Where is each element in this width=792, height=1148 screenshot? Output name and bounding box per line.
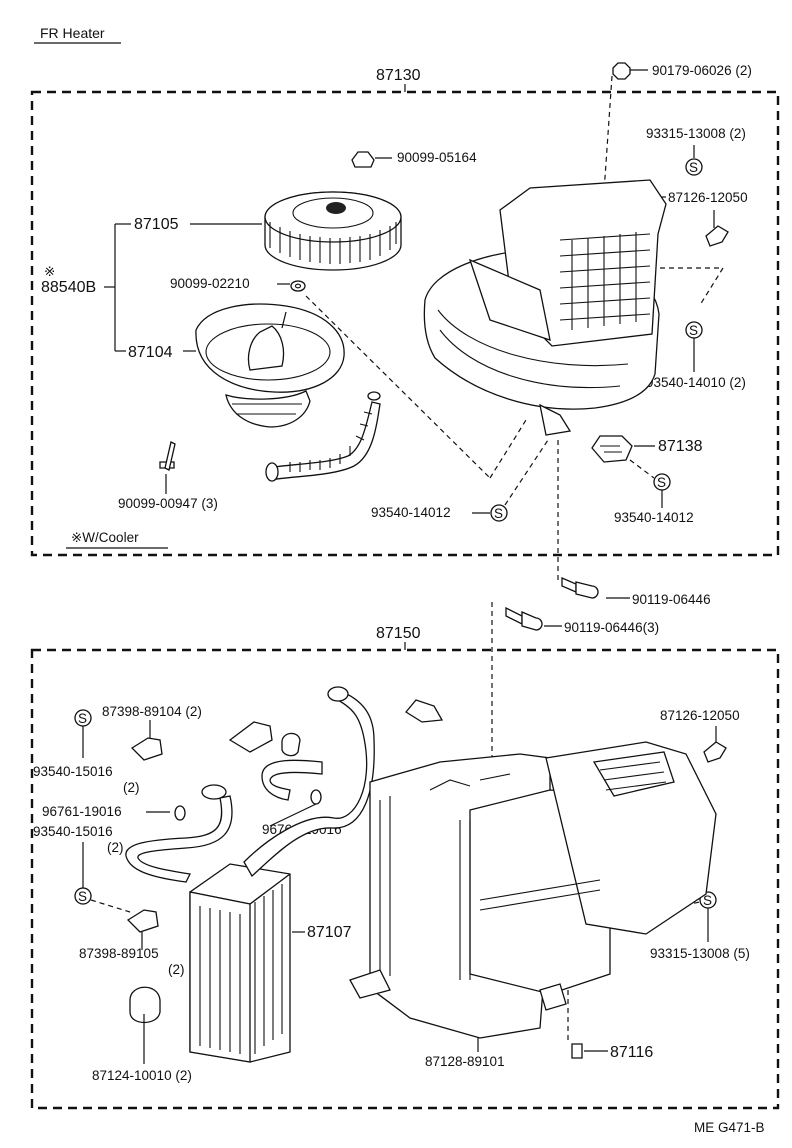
- svg-text:S: S: [703, 893, 712, 908]
- label-87126-12050-b: 87126-12050: [660, 708, 740, 763]
- svg-text:87107: 87107: [307, 924, 352, 941]
- label-90099-05164: 90099-05164: [351, 150, 477, 168]
- svg-text:S: S: [657, 475, 666, 490]
- svg-text:93540-15016: 93540-15016: [33, 764, 113, 779]
- svg-text:S: S: [78, 711, 87, 726]
- svg-text:S: S: [494, 506, 503, 521]
- assembly-label-87150: 87150: [376, 625, 421, 642]
- label-96761-19016-a: 96761-19016: [42, 804, 186, 821]
- blower-case: [423, 179, 667, 436]
- label-88540B: ※ 88540B: [41, 264, 96, 296]
- label-87105: 87105: [104, 216, 262, 352]
- drawing-code: ME G471-B: [694, 1120, 765, 1135]
- svg-text:87126-12050: 87126-12050: [668, 190, 748, 205]
- label-90119-06446-b: 90119-06446(3): [491, 602, 659, 760]
- label-87104: 87104: [128, 344, 196, 361]
- label-87138: 87138 S 93540-14012: [591, 435, 703, 525]
- svg-text:87105: 87105: [134, 216, 179, 233]
- label-87126-12050-a: 87126-12050: [650, 190, 748, 247]
- diagram-title: FR Heater: [40, 25, 105, 41]
- assembly-box-87130: [30, 90, 780, 557]
- svg-text:87398-89105: 87398-89105: [79, 946, 159, 961]
- label-90119-06446-a: 90119-06446: [557, 440, 711, 607]
- label-87116: 87116: [567, 990, 653, 1061]
- svg-text:87124-10010 (2): 87124-10010 (2): [92, 1068, 192, 1083]
- label-93540-14012-a: 93540-14012 S: [305, 295, 549, 522]
- heater-pipe-inlet: [125, 784, 233, 883]
- svg-text:(2): (2): [107, 840, 124, 855]
- svg-text:※: ※: [44, 264, 55, 279]
- svg-text:S: S: [689, 323, 698, 338]
- svg-text:90119-06446(3): 90119-06446(3): [564, 620, 659, 635]
- svg-text:93540-14012: 93540-14012: [371, 505, 451, 520]
- svg-text:S: S: [78, 889, 87, 904]
- heater-core-87107: [189, 863, 291, 1063]
- label-87398-89105: 87398-89105 (2): [79, 909, 185, 977]
- svg-text:93540-15016: 93540-15016: [33, 824, 113, 839]
- label-90099-00947: 90099-00947 (3): [118, 441, 218, 511]
- drain-hose: [265, 391, 381, 482]
- svg-text:87116: 87116: [610, 1044, 653, 1061]
- heater-pipe-outlet: [243, 686, 375, 878]
- svg-text:87104: 87104: [128, 344, 173, 361]
- heater-case: [349, 741, 717, 1039]
- label-93315-13008-b: S 93315-13008 (5): [649, 891, 750, 961]
- svg-text:※W/Cooler: ※W/Cooler: [71, 530, 139, 545]
- label-93315-13008-a: 93315-13008 (2) S: [646, 126, 746, 176]
- svg-text:87128-89101: 87128-89101: [425, 1054, 505, 1069]
- hose-clamps: [228, 699, 444, 757]
- svg-text:87126-12050: 87126-12050: [660, 708, 740, 723]
- svg-text:90119-06446: 90119-06446: [632, 592, 711, 607]
- svg-text:S: S: [689, 160, 698, 175]
- blower-motor-87104: [195, 303, 345, 428]
- label-93540-14010: S 93540-14010 (2): [646, 267, 746, 390]
- assembly-label-87130: 87130: [376, 67, 421, 84]
- blower-fan-87105: [264, 191, 402, 271]
- label-90099-02210: 90099-02210: [170, 276, 306, 292]
- label-87124-10010: 87124-10010 (2): [92, 986, 192, 1083]
- svg-text:(2): (2): [123, 780, 140, 795]
- svg-text:93315-13008 (2): 93315-13008 (2): [646, 126, 746, 141]
- svg-text:90179-06026 (2): 90179-06026 (2): [652, 63, 752, 78]
- svg-text:90099-02210: 90099-02210: [170, 276, 250, 291]
- svg-text:(2): (2): [168, 962, 185, 977]
- svg-text:93540-14010 (2): 93540-14010 (2): [646, 375, 746, 390]
- svg-text:96761-19016: 96761-19016: [42, 804, 122, 819]
- label-87107: 87107: [292, 924, 352, 941]
- svg-text:90099-00947 (3): 90099-00947 (3): [118, 496, 218, 511]
- svg-text:88540B: 88540B: [41, 279, 96, 296]
- svg-text:87138: 87138: [658, 438, 703, 455]
- label-93540-15016-b: 93540-15016 (2) S: [33, 824, 131, 913]
- label-87398-89104: 87398-89104 (2) S 93540-15016 (2): [33, 704, 202, 795]
- assembly-box-87150: [30, 648, 780, 1110]
- svg-text:87398-89104 (2): 87398-89104 (2): [102, 704, 202, 719]
- svg-text:90099-05164: 90099-05164: [397, 150, 477, 165]
- svg-text:93540-14012: 93540-14012: [614, 510, 694, 525]
- footnote-w-cooler: ※W/Cooler: [66, 530, 168, 549]
- svg-text:93315-13008 (5): 93315-13008 (5): [650, 946, 750, 961]
